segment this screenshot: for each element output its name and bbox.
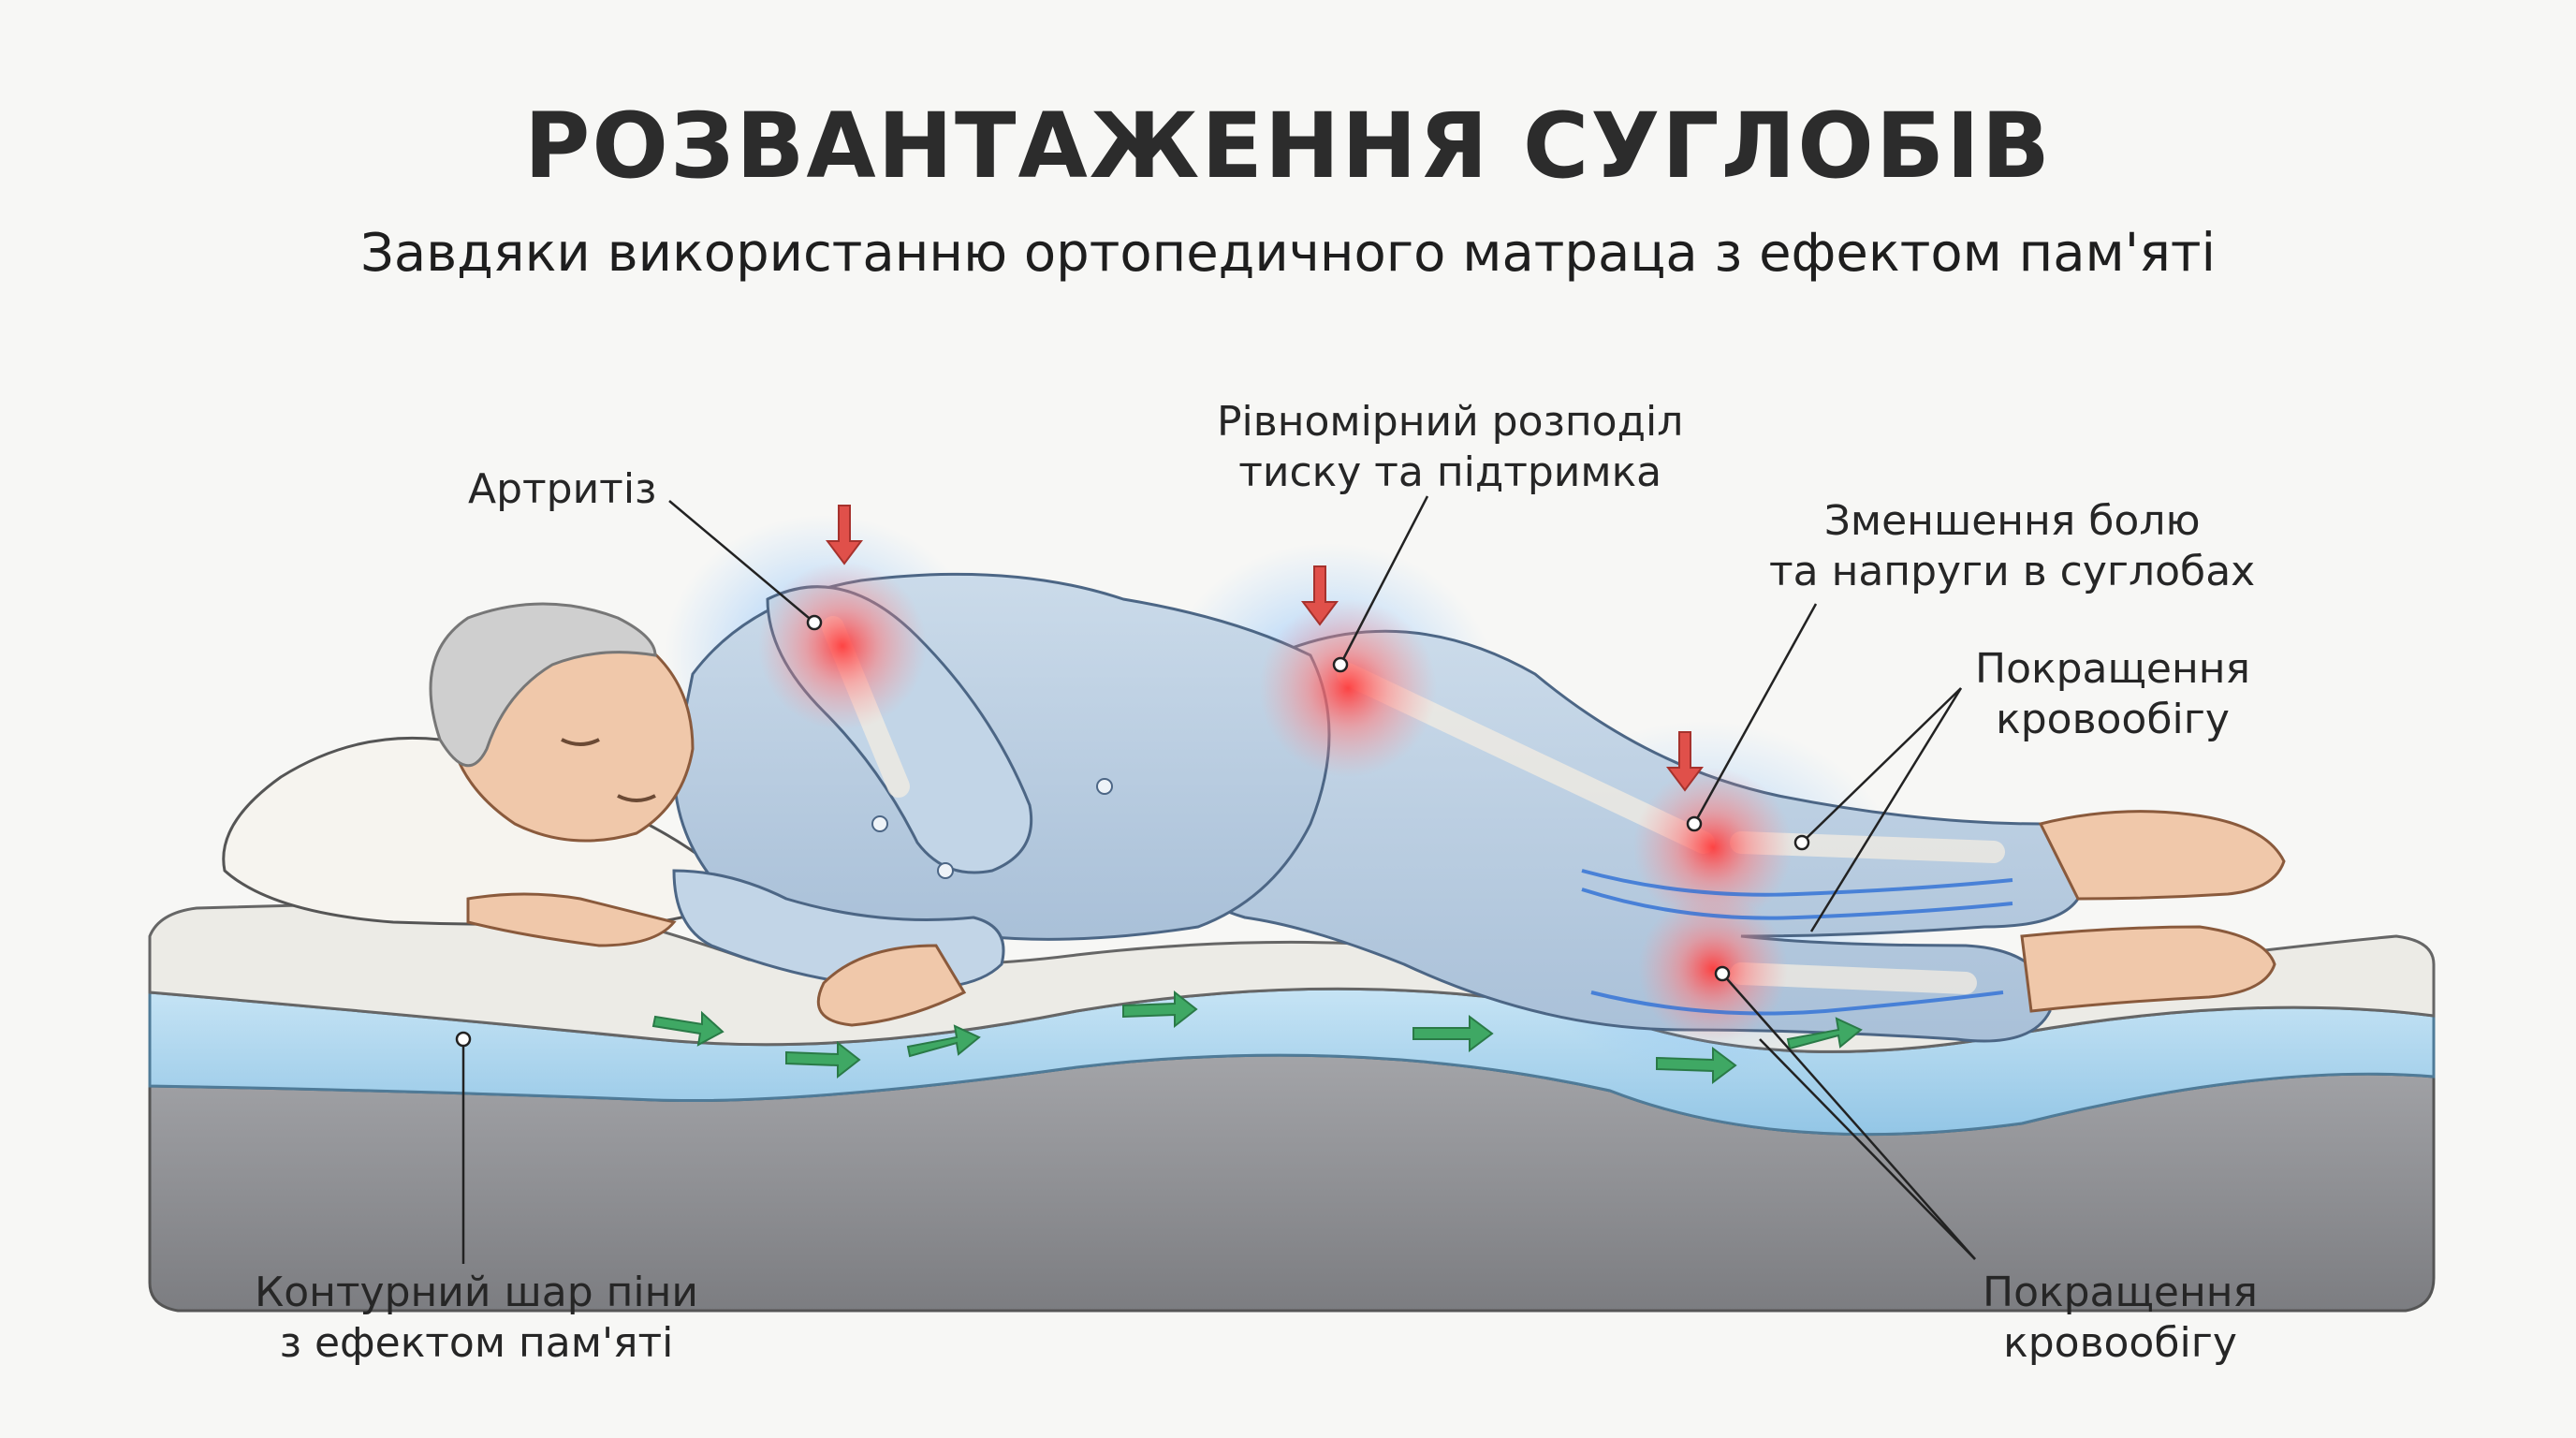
- hip-joint: [1259, 599, 1437, 777]
- closed-eye: [561, 738, 600, 746]
- callout-dot: [1686, 815, 1703, 832]
- label-pain: Зменшення болю та напруги в суглобах: [1769, 496, 2255, 597]
- foam-flow-arrows: [651, 990, 1863, 1084]
- shoulder-joint: [758, 562, 927, 730]
- right-arrow-icon: [1786, 1017, 1863, 1050]
- right-arrow-icon: [1412, 1015, 1494, 1052]
- page-title: РОЗВАНТАЖЕННЯ СУГЛОБІВ: [524, 94, 2052, 198]
- label-pressure: Рівномірний розподіл тиску та підтримка: [1217, 397, 1683, 498]
- callout-line-pressure: [1339, 495, 1429, 666]
- label-foam-line1: Контурний шар піни: [255, 1269, 698, 1316]
- right-arrow-icon: [906, 1024, 981, 1058]
- pajama-button: [1096, 778, 1113, 795]
- callout-dot: [806, 614, 823, 631]
- pajama-button: [937, 862, 954, 879]
- label-pain-line2: та напруги в суглобах: [1769, 548, 2256, 595]
- label-circulation-bottom-line2: кровообігу: [2003, 1319, 2237, 1367]
- right-arrow-icon: [651, 1010, 724, 1047]
- callout-line-arthritis: [668, 500, 815, 624]
- label-circulation-top-line1: Покращення: [1975, 645, 2250, 693]
- down-arrow-icon: [1666, 731, 1704, 792]
- callout-dot: [1714, 965, 1731, 982]
- callout-line-circulation-top-b: [1809, 687, 1963, 932]
- label-pain-line1: Зменшення болю: [1823, 497, 2201, 545]
- label-pressure-line1: Рівномірний розподіл: [1217, 398, 1684, 446]
- right-arrow-icon: [1656, 1047, 1737, 1084]
- label-circulation-top-line2: кровообігу: [1996, 696, 2230, 743]
- pillow-hand: [466, 892, 677, 947]
- callout-lines: [461, 495, 1976, 1264]
- hair: [429, 602, 657, 768]
- callout-line-pain: [1692, 603, 1818, 825]
- callout-line-circulation-top-a: [1801, 687, 1962, 844]
- callout-dot: [1793, 834, 1810, 851]
- pressure-arrows: [826, 505, 1704, 792]
- callout-dot: [455, 1031, 472, 1048]
- label-pressure-line2: тиску та підтримка: [1238, 448, 1662, 496]
- pajama-button: [871, 815, 888, 832]
- callout-dots: [455, 614, 1810, 1048]
- page-subtitle: Завдяки використанню ортопедичного матра…: [359, 223, 2217, 284]
- smile: [617, 794, 656, 802]
- down-arrow-icon: [826, 505, 863, 565]
- down-arrow-icon: [1301, 565, 1339, 626]
- label-circulation-bottom: Покращення кровообігу: [1983, 1268, 2258, 1369]
- label-foam: Контурний шар піни з ефектом пам'яті: [255, 1268, 698, 1369]
- callout-line-circulation-bottom-a: [1721, 973, 1976, 1260]
- callout-line-circulation-bottom-b: [1759, 1038, 1976, 1260]
- right-arrow-icon: [785, 1040, 861, 1079]
- label-circulation-top: Покращення кровообігу: [1975, 644, 2250, 745]
- label-arthritis-text: Артритіз: [468, 465, 657, 513]
- right-arrow-icon: [1122, 990, 1198, 1029]
- callout-dot: [1332, 656, 1349, 673]
- circulation-lines: [1581, 869, 2013, 1016]
- upper-foot: [2038, 810, 2286, 901]
- front-hand: [816, 944, 967, 1027]
- lower-foot: [2020, 925, 2276, 1013]
- label-arthritis: Артритіз: [468, 464, 656, 515]
- label-foam-line2: з ефектом пам'яті: [279, 1319, 674, 1367]
- label-circulation-bottom-line1: Покращення: [1983, 1269, 2258, 1316]
